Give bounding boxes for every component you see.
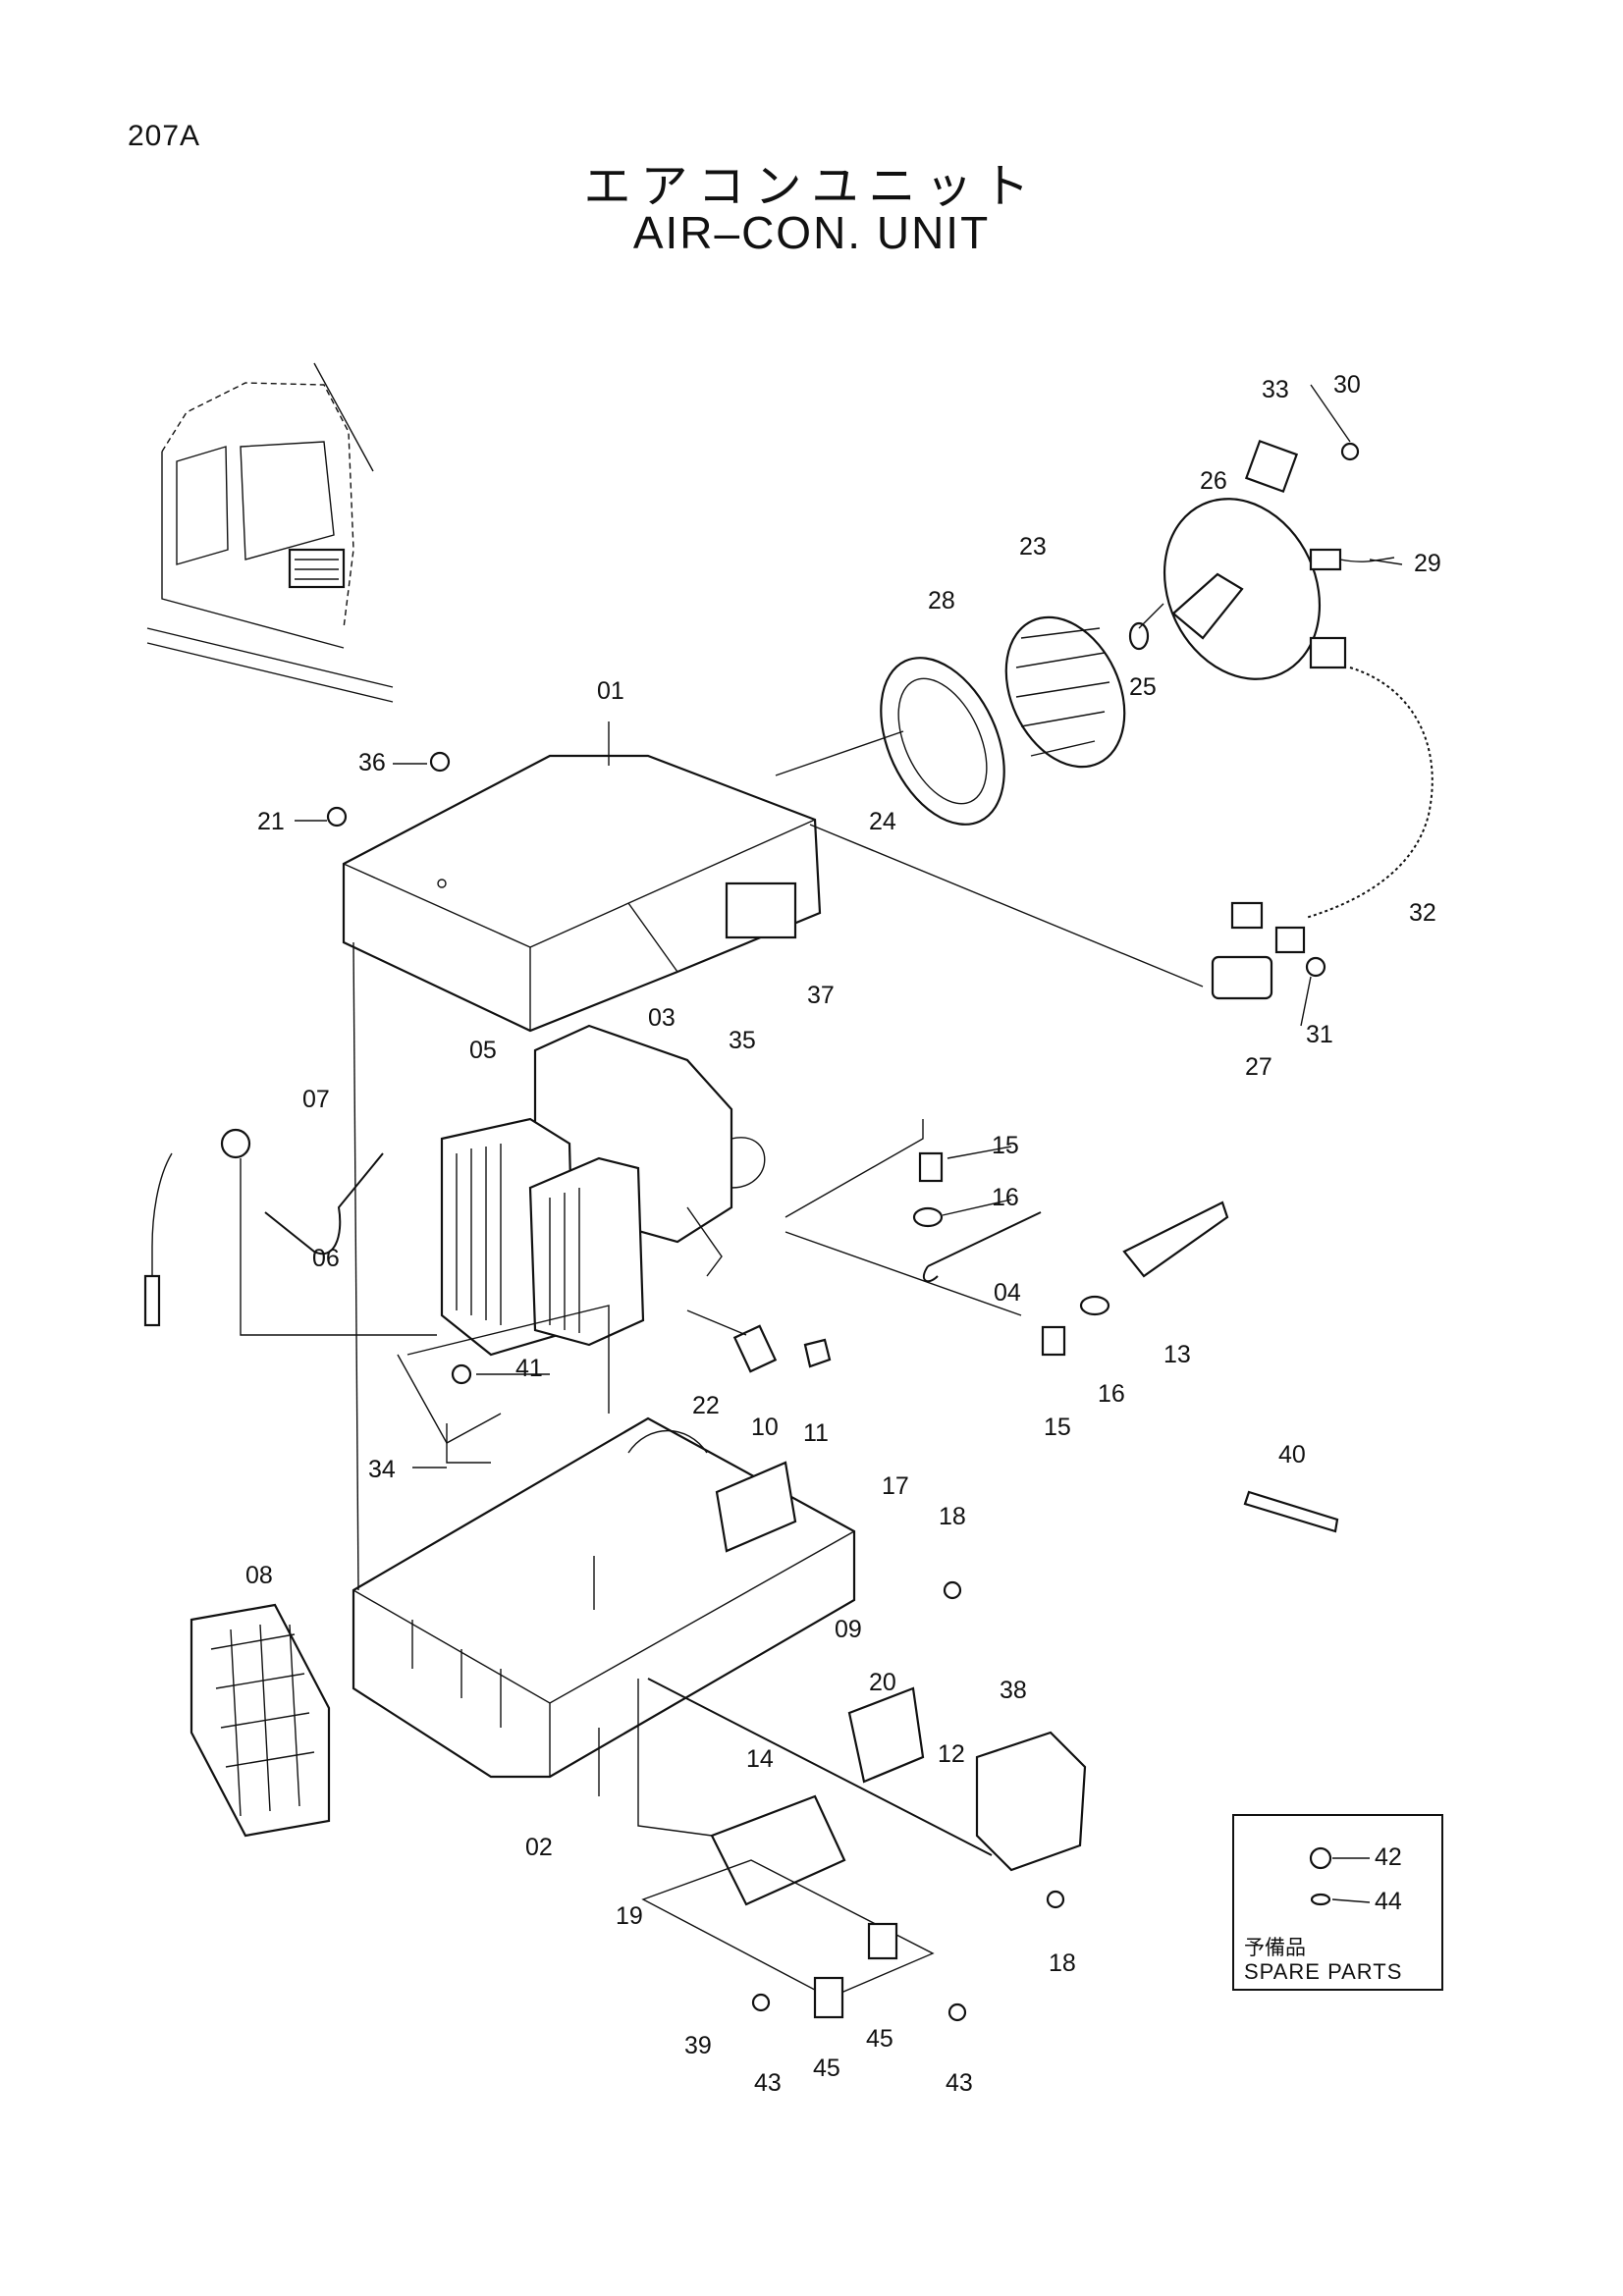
callout-44: 44 [1375, 1888, 1402, 1915]
callout-28: 28 [928, 587, 955, 614]
callout-24: 24 [869, 808, 896, 835]
lower-case [352, 1416, 856, 1779]
callout-18-lower: 18 [1049, 1949, 1076, 1977]
page-code: 207A [128, 120, 201, 152]
callout-19: 19 [616, 1902, 643, 1930]
callout-05: 05 [469, 1037, 497, 1064]
leader-lines [240, 721, 1204, 1837]
spare-parts-box: 予備品 SPARE PARTS [1232, 1814, 1443, 1991]
callout-08: 08 [245, 1562, 273, 1589]
callout-32: 32 [1409, 899, 1436, 927]
callout-12: 12 [938, 1740, 965, 1768]
callout-35: 35 [729, 1027, 756, 1054]
callout-labels: 01 02 03 04 05 06 07 08 09 10 11 12 13 1… [245, 371, 1441, 2097]
wiring-harness [1230, 636, 1434, 954]
callout-34: 34 [368, 1456, 396, 1483]
callout-15-upper: 15 [992, 1132, 1019, 1159]
spare-parts-label-en: SPARE PARTS [1244, 1959, 1403, 1984]
callout-18-upper: 18 [939, 1503, 966, 1530]
air-filter [189, 1603, 331, 1838]
callout-07: 07 [302, 1086, 330, 1113]
callout-27: 27 [1245, 1053, 1272, 1081]
unit-location-mark [288, 548, 346, 589]
resistor [1211, 955, 1273, 1000]
label-ticks [295, 384, 1403, 1903]
callout-15-lower: 15 [1044, 1414, 1071, 1441]
callout-16-upper: 16 [992, 1184, 1019, 1211]
upper-cover [342, 754, 822, 1033]
small-parts [732, 1151, 1339, 1533]
callout-26: 26 [1200, 467, 1227, 495]
title-japanese: エアコンユニット [583, 159, 1040, 214]
callout-45-left: 45 [813, 2055, 840, 2082]
pipes-and-sensor [143, 1128, 1042, 1327]
callout-38: 38 [1000, 1677, 1027, 1704]
callout-39: 39 [684, 2032, 712, 2059]
callout-21: 21 [257, 808, 285, 835]
callout-36: 36 [358, 749, 386, 776]
callout-06: 06 [312, 1245, 340, 1272]
callout-33: 33 [1262, 376, 1289, 403]
title-english: AIR–CON. UNIT [632, 207, 991, 258]
callout-14: 14 [746, 1745, 774, 1773]
callout-43-right: 43 [946, 2069, 973, 2097]
callout-30: 30 [1333, 371, 1361, 399]
callout-09: 09 [835, 1616, 862, 1643]
callout-16-lower: 16 [1098, 1380, 1125, 1408]
callout-03: 03 [648, 1004, 676, 1032]
callout-25: 25 [1129, 673, 1157, 701]
callout-23: 23 [1019, 533, 1047, 561]
callout-13: 13 [1163, 1341, 1191, 1368]
callout-42: 42 [1375, 1843, 1402, 1871]
callout-45-right: 45 [866, 2025, 893, 2053]
callout-02: 02 [525, 1834, 553, 1861]
heater-evaporator-core [440, 1024, 766, 1357]
callout-17: 17 [882, 1472, 909, 1500]
callout-43-left: 43 [754, 2069, 782, 2097]
callout-04: 04 [994, 1279, 1021, 1307]
callout-10: 10 [751, 1414, 779, 1441]
callout-41: 41 [515, 1355, 543, 1382]
fasteners [326, 442, 1360, 2022]
callout-29: 29 [1414, 550, 1441, 577]
callout-40: 40 [1278, 1441, 1306, 1468]
callout-11: 11 [803, 1419, 829, 1447]
callout-37: 37 [807, 982, 835, 1009]
spare-parts-label-jp: 予備品 [1244, 1936, 1306, 1959]
excavator-cab-thumbnail [146, 362, 394, 703]
actuator-and-links [641, 1678, 1087, 2019]
callout-22: 22 [692, 1392, 720, 1419]
callout-01: 01 [597, 677, 624, 705]
blower-assembly [880, 439, 1395, 826]
callout-20: 20 [869, 1669, 896, 1696]
callout-31: 31 [1306, 1021, 1333, 1048]
